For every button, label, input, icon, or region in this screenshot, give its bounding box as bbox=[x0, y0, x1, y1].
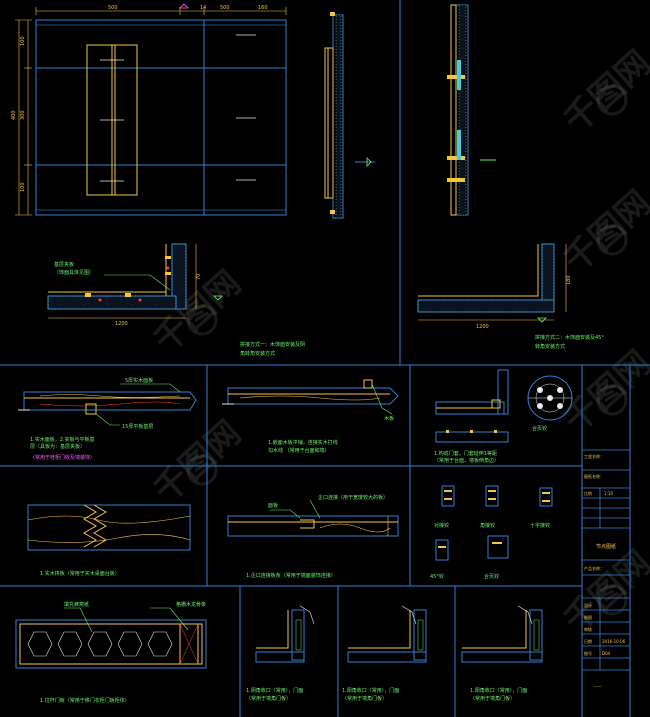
leader-line bbox=[104, 274, 171, 291]
scale-value: 1:10 bbox=[604, 491, 613, 496]
corner-detail-left: 基层夹板 （饰面具体见图） 1200 70 拼接方式一：木饰面安装及阴 角转角安… bbox=[47, 243, 305, 357]
drawing-name-label: 图纸名称： bbox=[584, 473, 604, 479]
product-name-label: 产品名称： bbox=[584, 565, 604, 571]
tb-drawing-number: D04 bbox=[602, 651, 611, 656]
detail-honeycomb-door: 填充蜂窝纸 格栅木龙骨条 1.拉杆门板（常用于移门衣柜门板柜体） bbox=[15, 601, 207, 704]
corner-detail-right: 1200 180 拼接方式二：木饰面安装及45° 转角安装方式 bbox=[417, 243, 604, 350]
title-block: 工程名称： 图纸名称： 比例 1:10 节点图纸 产品名称： 设计 制图 审核 … bbox=[582, 449, 630, 689]
detail-hinge: 合页铰 bbox=[527, 375, 573, 432]
label-base-layer: 15厚平板基层 bbox=[122, 423, 153, 430]
detail-corner-c: 1.阳角收口（常用），门面 （常用于墙角门板） bbox=[461, 605, 543, 702]
dim-left-total: 400 bbox=[11, 110, 17, 120]
dim-bottom-2: 70 bbox=[196, 274, 202, 280]
detail-door-frame: 1.构成门套，门套延伸1等距 （常用于台面，墙板倒角边） bbox=[434, 369, 509, 464]
detail-finger-joint: 1.实木拼板（常用于实木桌面台板） bbox=[27, 504, 191, 577]
note-finish-ref: （饰面具体见图） bbox=[54, 269, 94, 276]
tb-row-label-1: 制图 bbox=[584, 614, 592, 620]
tb-footer: —— bbox=[594, 684, 602, 689]
caption-row4-d3-line1: 1.阳角收口（常用），门面 bbox=[342, 687, 399, 694]
label-grid-keel: 格栅木龙骨条 bbox=[176, 601, 206, 608]
drawing-title: 节点图纸 bbox=[596, 543, 616, 550]
caption-d1-line2: 层（具板为：基层夹板） bbox=[30, 443, 85, 450]
dim-top-4: 160 bbox=[258, 5, 268, 11]
detail-tongue-groove: 企口连接（用于宽度较大的板） 面板 1.企口连接板条（常用于墙面装饰连接） bbox=[227, 494, 399, 579]
elevation-outline bbox=[35, 19, 287, 216]
tb-row-label-3: 日期 bbox=[584, 638, 592, 644]
section-marker-icon bbox=[179, 3, 189, 9]
caption-d1-line3: （常用于桂柜门收及墙装饰） bbox=[30, 454, 95, 461]
detail-flat-board: 木板 1.嵌面木板平铺，连接实木打线 勾水线 （常用于台面和墙） bbox=[222, 379, 399, 454]
label-hinge-joint: 合页铰 bbox=[484, 573, 499, 580]
note-base-board: 基层夹板 bbox=[54, 261, 74, 268]
dim-side-right: 180 bbox=[566, 275, 572, 285]
detail-solid-board: 5厚实木面板 15厚平板基层 1.实木面板，2.夹板与平板基 层（具板为：基层夹… bbox=[18, 377, 197, 461]
dim-bottom-right: 1200 bbox=[476, 324, 489, 330]
caption-method-1-line2: 角转角安装方式 bbox=[240, 350, 275, 357]
detail-corner-b: 1.阳角收口（常用），门面 （常用于墙角门板） bbox=[342, 605, 427, 702]
tb-row-label-0: 设计 bbox=[584, 602, 592, 608]
caption-d3-line2: （常用于台面，墙板倒角边） bbox=[434, 457, 499, 464]
label-honeycomb: 填充蜂窝纸 bbox=[64, 601, 89, 608]
dim-top-2: 14 bbox=[200, 5, 206, 11]
dim-bottom-1: 1200 bbox=[115, 321, 128, 327]
dim-left-3: 100 bbox=[20, 182, 26, 192]
caption-method-1-line1: 拼接方式一：木饰面安装及阴 bbox=[240, 341, 305, 348]
label-tongue-groove: 企口连接（用于宽度较大的板） bbox=[318, 494, 388, 501]
label-corner-joint: 角接铰 bbox=[480, 522, 495, 529]
vertical-section-left bbox=[324, 12, 375, 219]
label-cross-joint: 十字接铰 bbox=[530, 522, 550, 529]
caption-row4-d1: 1.拉杆门板（常用于移门衣柜门板柜体） bbox=[40, 697, 130, 704]
vertical-section-right bbox=[447, 4, 496, 216]
label-45-joint: 45°铰 bbox=[430, 573, 444, 580]
caption-method-2-line2: 转角安装方式 bbox=[535, 343, 565, 350]
caption-d2-line1: 1.嵌面木板平铺，连接实木打线 bbox=[268, 439, 338, 446]
caption-row3-d2: 1.企口连接板条（常用于墙面装饰连接） bbox=[246, 572, 336, 579]
tb-date-value: 2016-10-06 bbox=[602, 639, 626, 644]
watermark-logo-icon bbox=[186, 84, 628, 616]
caption-d3-line1: 1.构成门套，门套延伸1等距 bbox=[434, 450, 497, 457]
caption-row4-d2-line1: 1.阴角收口（常用），门面 bbox=[246, 687, 303, 694]
tb-row-label-2: 审核 bbox=[584, 626, 592, 632]
tb-row-label-4: 图号 bbox=[584, 650, 592, 656]
caption-d2-line2: 勾水线 （常用于台面和墙） bbox=[268, 447, 330, 454]
elevation-drawing: 500 14 500 160 100 300 100 400 bbox=[11, 3, 287, 216]
caption-d1-line1: 1.实木面板，2.夹板与平板基 bbox=[30, 436, 95, 443]
label-solid-panel: 5厚实木面板 bbox=[125, 377, 153, 384]
dim-top-1: 500 bbox=[108, 5, 118, 11]
caption-row3-d1: 1.实木拼板（常用于实木桌面台板） bbox=[40, 570, 120, 577]
label-butt-joint: 对接铰 bbox=[434, 522, 449, 529]
caption-row4-d3-line2: （常用于墙角门板） bbox=[342, 695, 387, 702]
caption-row4-d4-line1: 1.阳角收口（常用），门面 bbox=[470, 687, 527, 694]
caption-row4-d2-line2: （常用于墙角门板） bbox=[246, 695, 291, 702]
detail-joint-types: 对接铰 角接铰 十字接铰 45°铰 合页铰 bbox=[430, 485, 553, 580]
caption-d4: 合页铰 bbox=[532, 425, 547, 432]
label-panel: 面板 bbox=[268, 502, 278, 509]
caption-method-2-line1: 拼接方式二：木饰面安装及45° bbox=[535, 334, 604, 341]
dim-left-1: 100 bbox=[20, 36, 26, 46]
dim-left-2: 300 bbox=[20, 110, 26, 120]
scale-label: 比例 bbox=[584, 490, 592, 496]
dim-top-3: 500 bbox=[220, 5, 230, 11]
caption-row4-d4-line2: （常用于墙角门板） bbox=[470, 695, 515, 702]
project-name-label: 工程名称： bbox=[584, 453, 604, 459]
detail-corner-a: 1.阴角收口（常用），门面 （常用于墙角门板） bbox=[246, 605, 315, 702]
label-board: 木板 bbox=[384, 415, 394, 422]
